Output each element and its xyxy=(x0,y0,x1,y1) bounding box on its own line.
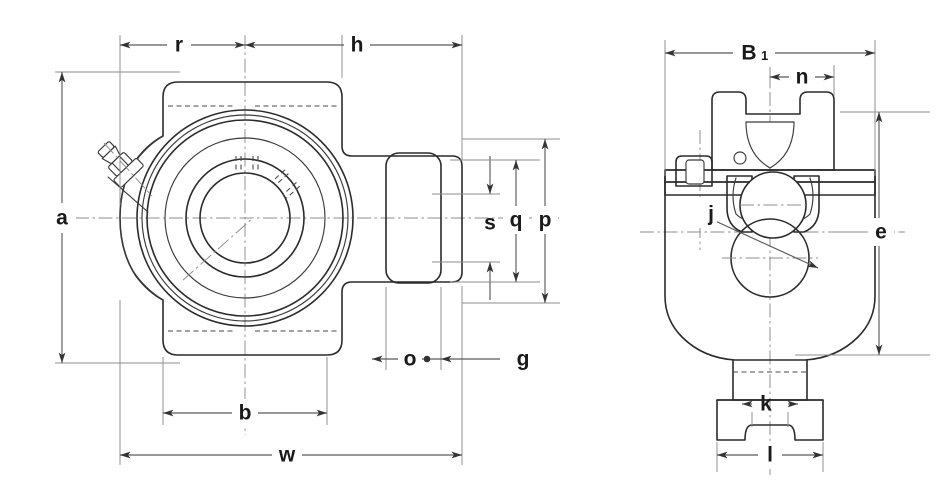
bearing-inner-ring-left xyxy=(726,175,753,233)
housing-boss-contour xyxy=(119,135,164,301)
dim-j-mask xyxy=(695,200,717,228)
dim-label-r: r xyxy=(175,34,183,57)
dim-label-k: k xyxy=(760,393,772,416)
dim-l-mask xyxy=(758,441,782,469)
dim-label-o: o xyxy=(404,348,417,371)
take-up-slot xyxy=(385,152,442,284)
inner-ring-circle xyxy=(185,158,305,278)
dim-label-B1-subscript: 1 xyxy=(761,48,768,63)
front-view-dimensions: a r h b w o g s xyxy=(48,31,560,469)
bearing-raceway-cavity xyxy=(745,121,795,169)
dim-o-mask xyxy=(398,345,422,373)
dim-label-j: j xyxy=(707,203,714,226)
dim-b-mask xyxy=(232,399,258,427)
dim-e-mask xyxy=(868,218,894,246)
dim-label-b: b xyxy=(239,402,252,425)
dim-q-mask xyxy=(503,206,529,234)
side-grease-nipple xyxy=(675,155,713,187)
dim-label-B1: B xyxy=(741,42,756,65)
dim-label-s: s xyxy=(484,212,496,235)
dim-label-p: p xyxy=(539,209,552,232)
dim-label-a: a xyxy=(56,207,68,230)
dim-n-mask xyxy=(789,63,815,91)
dim-a-mask xyxy=(48,203,76,233)
housing-outer-circle-2 xyxy=(141,114,349,322)
bearing-outer-ring-section xyxy=(711,91,835,171)
side-housing-body xyxy=(664,181,876,361)
dim-label-n: n xyxy=(796,66,809,89)
set-screw-lower-centerline xyxy=(182,217,254,281)
housing-outer-circle xyxy=(136,109,354,327)
grease-nipple-centerline xyxy=(103,142,153,197)
grease-passage-line xyxy=(107,176,149,213)
front-view xyxy=(75,35,560,435)
shaft-bore-circle xyxy=(199,172,291,264)
leader-line-j xyxy=(699,213,819,269)
bearing-inner-ring-right xyxy=(793,175,820,233)
outer-ring-inner-circle xyxy=(164,137,326,299)
dim-B1-mask xyxy=(733,39,775,67)
dim-w-mask xyxy=(272,441,302,469)
dim-r-mask xyxy=(167,31,191,59)
dim-o-g-dot xyxy=(423,355,431,363)
retainer-pin xyxy=(733,151,747,165)
dim-label-q: q xyxy=(510,209,523,232)
dim-label-g: g xyxy=(517,348,530,371)
dim-label-w: w xyxy=(278,444,296,467)
dim-label-e: e xyxy=(875,221,887,244)
dim-label-l: l xyxy=(767,444,773,467)
dim-label-h: h xyxy=(351,34,364,57)
outer-ring-circle xyxy=(146,119,344,317)
side-view-dimensions: B 1 n j e k l xyxy=(664,39,930,472)
dim-p-mask xyxy=(532,206,558,234)
set-screw-lower-left xyxy=(271,169,301,199)
dim-h-mask xyxy=(344,31,370,59)
